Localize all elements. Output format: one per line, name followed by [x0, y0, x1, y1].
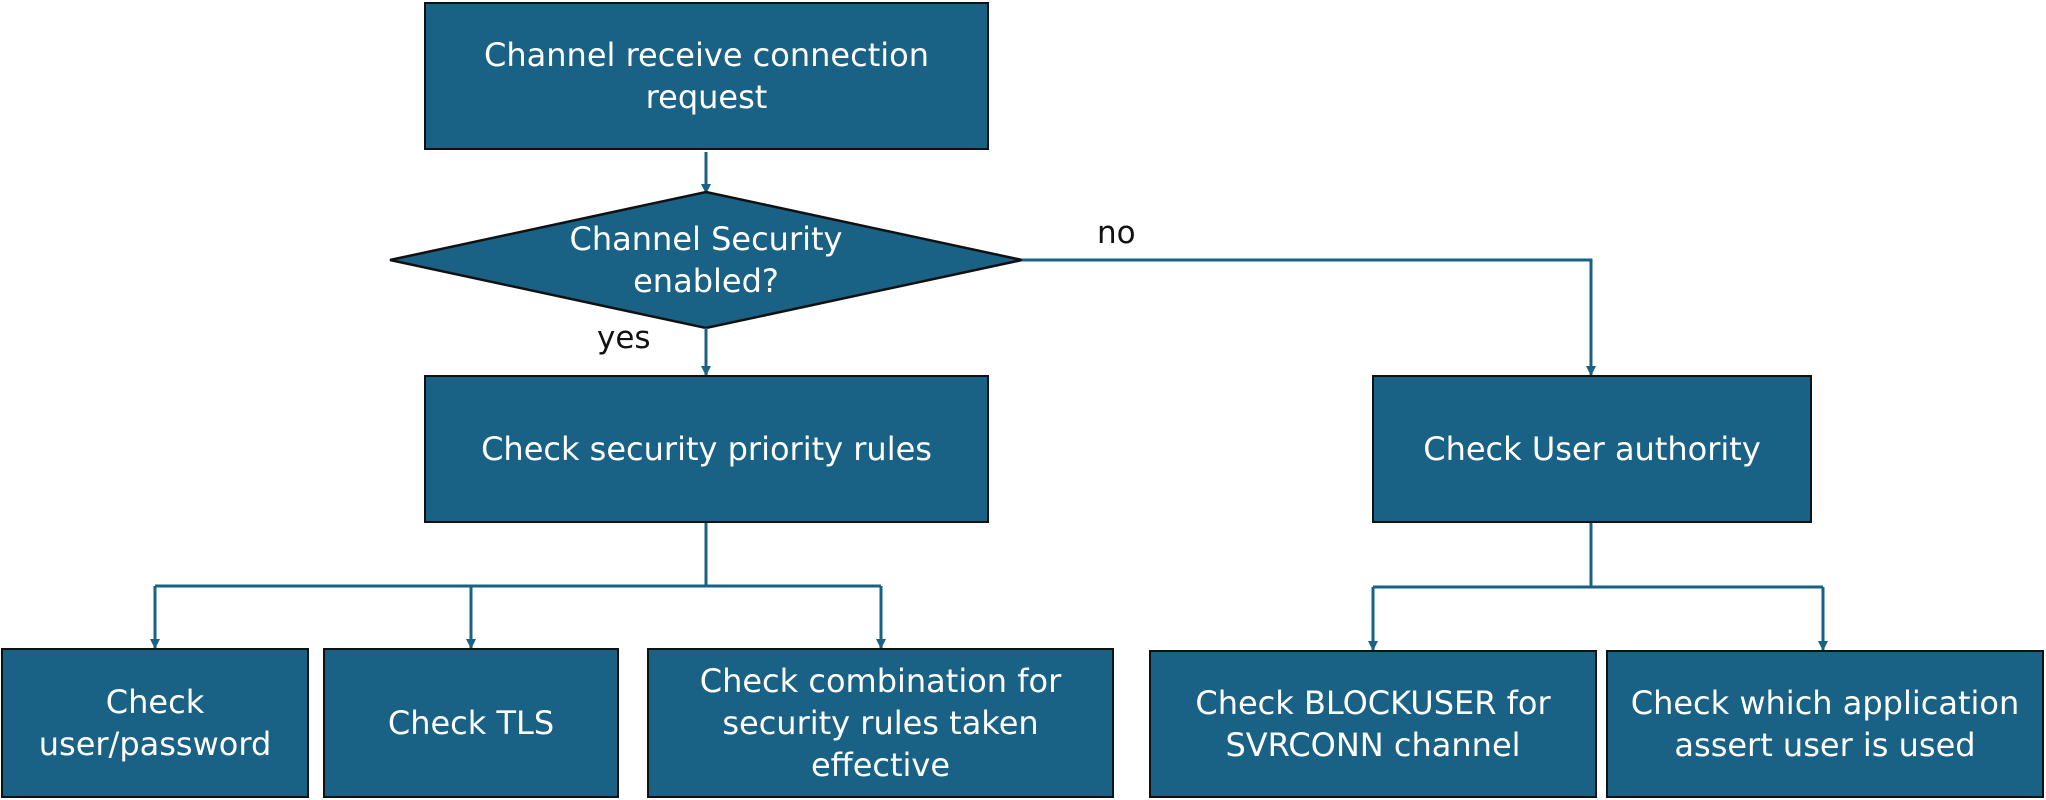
node-channel-receive-request: Channel receive connection request [424, 2, 989, 150]
node-check-blockuser: Check BLOCKUSER for SVRCONN channel [1149, 650, 1597, 798]
node-channel-security-decision: Channel Security enabled? [569, 220, 843, 300]
node-check-tls: Check TLS [323, 648, 619, 798]
node-check-user-password: Check user/password [1, 648, 309, 798]
edge-label-no: no [1097, 215, 1136, 251]
node-check-user-authority: Check User authority [1372, 375, 1812, 523]
edge-label-yes: yes [597, 320, 651, 356]
node-check-assert-user: Check which application assert user is u… [1606, 650, 2044, 798]
edge-decision-no [1022, 258, 1596, 376]
node-check-security-priority-rules: Check security priority rules [424, 375, 989, 523]
node-check-combination: Check combination for security rules tak… [647, 648, 1114, 798]
